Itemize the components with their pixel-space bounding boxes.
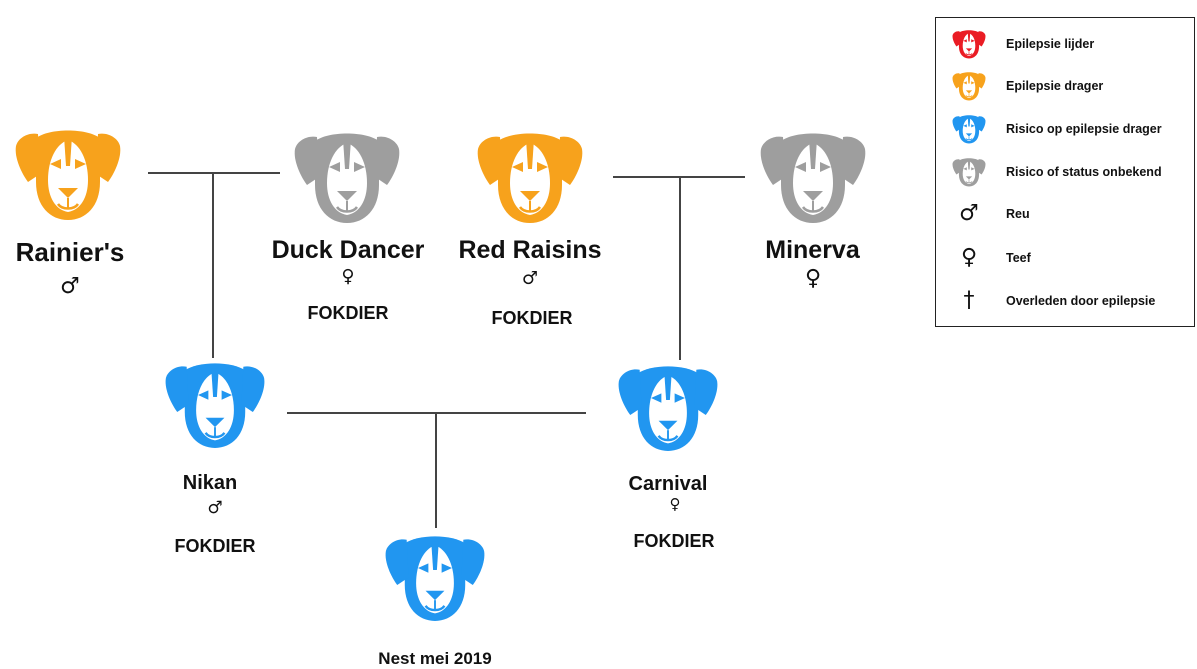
female-symbol: ♀	[669, 495, 681, 513]
legend-item-overleden: † Overleden door epilepsie	[936, 283, 1194, 319]
dog-name-nikan: Nikan	[182, 472, 238, 494]
legend-item-lijder: Epilepsie lijder	[936, 26, 1194, 62]
legend-item-onbekend: Risico of status onbekend	[936, 154, 1194, 190]
dog-name-duck-dancer: Duck Dancer	[271, 236, 425, 264]
red-dog-icon	[952, 28, 986, 60]
legend-item-teef: ♀ Teef	[936, 240, 1194, 276]
dog-icon-duck-dancer	[293, 127, 401, 227]
male-symbol: ♂	[207, 498, 223, 518]
dog-name-nest: Nest mei 2019	[378, 649, 492, 668]
dog-name-red-raisins: Red Raisins	[458, 236, 602, 264]
legend-label: Epilepsie drager	[1006, 79, 1104, 93]
fokdier-label-carnival: FOKDIER	[633, 531, 715, 551]
legend-label: Epilepsie lijder	[1006, 37, 1095, 51]
dog-name-rainiers: Rainier's	[15, 237, 125, 267]
blue-dog-icon	[952, 113, 986, 145]
pair-line-rainier-duck	[148, 172, 280, 174]
legend-label: Reu	[1006, 207, 1030, 221]
legend-label: Teef	[1006, 251, 1031, 265]
child-line-nest	[435, 413, 437, 528]
female-symbol: ♀	[804, 266, 822, 291]
fokdier-label-red-raisins: FOKDIER	[491, 308, 573, 328]
legend: Epilepsie lijder Epilepsie drager Risico…	[935, 17, 1195, 327]
legend-label: Risico of status onbekend	[1006, 165, 1162, 179]
child-line-nikan	[212, 173, 214, 358]
fokdier-label-nikan: FOKDIER	[174, 536, 256, 556]
legend-item-drager: Epilepsie drager	[936, 68, 1194, 104]
female-symbol-icon: ♀	[960, 245, 978, 270]
legend-label: Overleden door epilepsie	[1006, 294, 1156, 308]
legend-label: Risico op epilepsie drager	[1006, 122, 1162, 136]
female-symbol: ♀	[341, 266, 355, 287]
dog-icon-nest	[384, 530, 486, 625]
male-symbol: ♂	[521, 268, 539, 289]
dog-name-carnival: Carnival	[628, 473, 708, 495]
dog-icon-minerva	[759, 127, 867, 227]
legend-item-risico: Risico op epilepsie drager	[936, 111, 1194, 147]
fokdier-label-duck-dancer: FOKDIER	[307, 303, 389, 323]
child-line-carnival	[679, 177, 681, 360]
orange-dog-icon	[952, 70, 986, 102]
dog-icon-carnival	[617, 360, 719, 455]
dog-icon-red-raisins	[476, 127, 584, 227]
male-symbol-icon: ♂	[959, 201, 979, 226]
cross-symbol-icon: †	[963, 288, 975, 313]
gray-dog-icon	[952, 156, 986, 188]
legend-item-reu: ♂ Reu	[936, 196, 1194, 232]
dog-name-minerva: Minerva	[765, 236, 860, 264]
male-symbol: ♂	[60, 274, 80, 299]
dog-icon-rainiers	[14, 124, 122, 224]
dog-icon-nikan	[164, 357, 266, 452]
